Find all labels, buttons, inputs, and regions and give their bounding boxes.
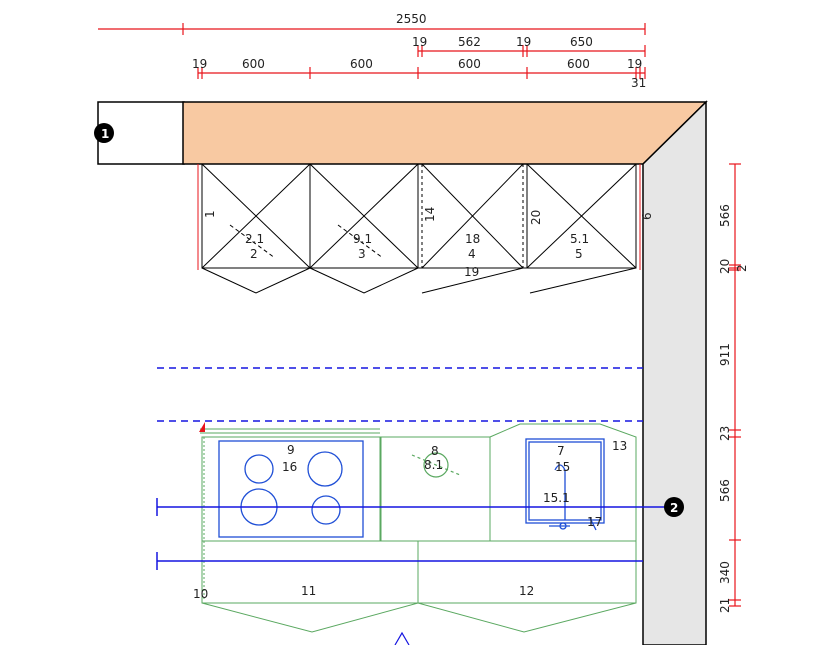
wall-cabinet-4[interactable] bbox=[526, 163, 637, 269]
svg-text:1: 1 bbox=[101, 127, 109, 141]
cabinet-label: 9.1 bbox=[353, 232, 372, 246]
dim-label: 566 bbox=[718, 204, 732, 227]
right-wall bbox=[642, 100, 707, 645]
right-dimensions bbox=[729, 163, 741, 607]
sink-label: 17 bbox=[587, 515, 602, 529]
base-door-swing bbox=[201, 602, 637, 633]
cabinet-label: 4 bbox=[468, 247, 476, 261]
appliances bbox=[218, 438, 605, 538]
door-swing bbox=[201, 267, 311, 294]
countertop-corner bbox=[182, 101, 708, 165]
dim-label: 19 bbox=[627, 57, 642, 71]
sink-label: 15 bbox=[555, 460, 570, 474]
hob-label: 16 bbox=[282, 460, 297, 474]
dim-label: 566 bbox=[718, 479, 732, 502]
dim-label: 23 bbox=[718, 426, 732, 441]
sink[interactable] bbox=[525, 438, 605, 531]
dim-label: 19 bbox=[192, 57, 207, 71]
middle-unit-symbol bbox=[411, 452, 461, 478]
corner-marker bbox=[199, 422, 205, 432]
dim-label: 20 bbox=[718, 259, 732, 274]
dim-label: 562 bbox=[458, 35, 481, 49]
dim-label: 19 bbox=[412, 35, 427, 49]
base-unit-labels: 9 16 8 8.1 7 15 15.1 17 13 10 11 12 bbox=[193, 439, 627, 601]
cabinet-label: 2 bbox=[250, 247, 258, 261]
top-dimension-labels: 2550 19 562 19 650 19 600 600 600 600 19… bbox=[192, 12, 646, 90]
cabinet-side-label: 1 bbox=[203, 210, 217, 218]
cabinet-right-label: 6 bbox=[640, 212, 654, 220]
guide-lines-solid bbox=[156, 498, 664, 570]
wall-cabinets bbox=[197, 163, 641, 294]
dim-label: 600 bbox=[458, 57, 481, 71]
wall-marker-1[interactable]: 1 bbox=[94, 123, 114, 143]
cabinet-label: 2.1 bbox=[245, 232, 264, 246]
cabinet-label: 18 bbox=[465, 232, 480, 246]
middle-label: 8.1 bbox=[424, 458, 443, 472]
cabinet-label: 5 bbox=[575, 247, 583, 261]
cabinet-side-label: 20 bbox=[529, 210, 543, 225]
base-units bbox=[200, 423, 637, 633]
cabinet-bottom-label: 19 bbox=[464, 265, 479, 279]
dim-label: 911 bbox=[718, 343, 732, 366]
dim-label: 650 bbox=[570, 35, 593, 49]
wall-marker-2[interactable]: 2 bbox=[664, 497, 684, 517]
dim-label: 600 bbox=[242, 57, 265, 71]
dim-label: 19 bbox=[516, 35, 531, 49]
corner-label: 13 bbox=[612, 439, 627, 453]
room-walls bbox=[97, 100, 708, 645]
sink-label: 15.1 bbox=[543, 491, 570, 505]
dim-label: 340 bbox=[718, 561, 732, 584]
dim-label: 600 bbox=[567, 57, 590, 71]
wall-cabinet-labels: 1 2.1 2 9.1 3 14 18 4 20 5.1 5 6 19 bbox=[203, 207, 654, 279]
wall-cabinet-3[interactable] bbox=[417, 163, 528, 269]
guide-lines-dashed bbox=[157, 367, 643, 422]
dim-label: 31 bbox=[631, 76, 646, 90]
hob-label: 9 bbox=[287, 443, 295, 457]
door-label: 12 bbox=[519, 584, 534, 598]
cabinet-label: 3 bbox=[358, 247, 366, 261]
sink-label: 7 bbox=[557, 444, 565, 458]
door-swing bbox=[529, 267, 637, 294]
cabinet-side-label: 14 bbox=[423, 207, 437, 222]
direction-marker bbox=[394, 631, 410, 645]
drawer-row[interactable] bbox=[201, 540, 637, 604]
door-swing bbox=[309, 267, 419, 294]
svg-text:2: 2 bbox=[670, 501, 678, 515]
cabinet-label: 5.1 bbox=[570, 232, 589, 246]
dim-label: 21 bbox=[718, 598, 732, 613]
dim-label: 600 bbox=[350, 57, 373, 71]
dim-label: 2 bbox=[735, 264, 749, 272]
door-label: 11 bbox=[301, 584, 316, 598]
left-end-label: 10 bbox=[193, 587, 208, 601]
dim-overall: 2550 bbox=[396, 12, 427, 26]
right-dimension-labels: 566 20 2 911 23 566 340 21 bbox=[718, 204, 749, 613]
top-dimensions bbox=[98, 23, 646, 79]
door-swing bbox=[421, 267, 524, 294]
middle-label: 8 bbox=[431, 444, 439, 458]
